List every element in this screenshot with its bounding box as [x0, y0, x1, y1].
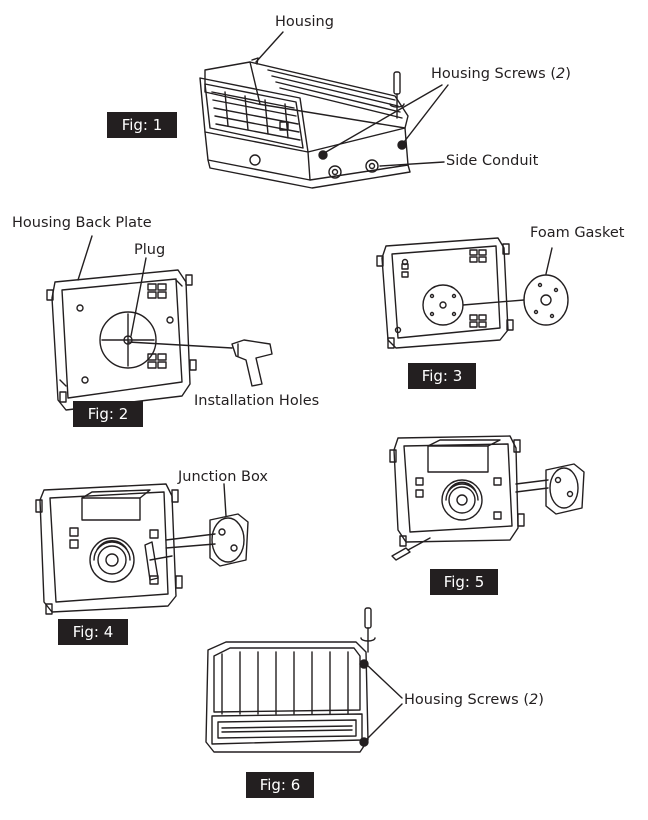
fig3-gasket-drawing [376, 237, 569, 349]
label-plug: Plug [134, 242, 166, 258]
label-foam-gasket: Foam Gasket [530, 225, 625, 241]
fig-4-badge: Fig: 4 [58, 619, 128, 645]
fig2-back-plate-drawing [46, 235, 273, 411]
label-installation-holes: Installation Holes [194, 393, 320, 409]
label-housing-back-plate: Housing Back Plate [12, 215, 152, 231]
fig5-wired-plate-drawing [389, 435, 585, 561]
fig-3-badge: Fig: 3 [408, 363, 476, 389]
label-housing-screws-top: Housing Screws (2) [431, 66, 571, 82]
label-side-conduit: Side Conduit [446, 153, 539, 169]
fig1-housing-drawing [199, 31, 449, 189]
label-junction-box: Junction Box [178, 469, 268, 485]
label-housing-screws-bottom: Housing Screws (2) [404, 692, 544, 708]
fig-6-badge: Fig: 6 [246, 772, 314, 798]
fig-1-badge: Fig: 1 [107, 112, 177, 138]
label-housing: Housing [275, 14, 334, 30]
fig6-closed-housing-drawing [205, 607, 403, 753]
fig-2-badge: Fig: 2 [73, 401, 143, 427]
fig4-junction-box-drawing [35, 483, 249, 615]
fig-5-badge: Fig: 5 [430, 569, 498, 595]
